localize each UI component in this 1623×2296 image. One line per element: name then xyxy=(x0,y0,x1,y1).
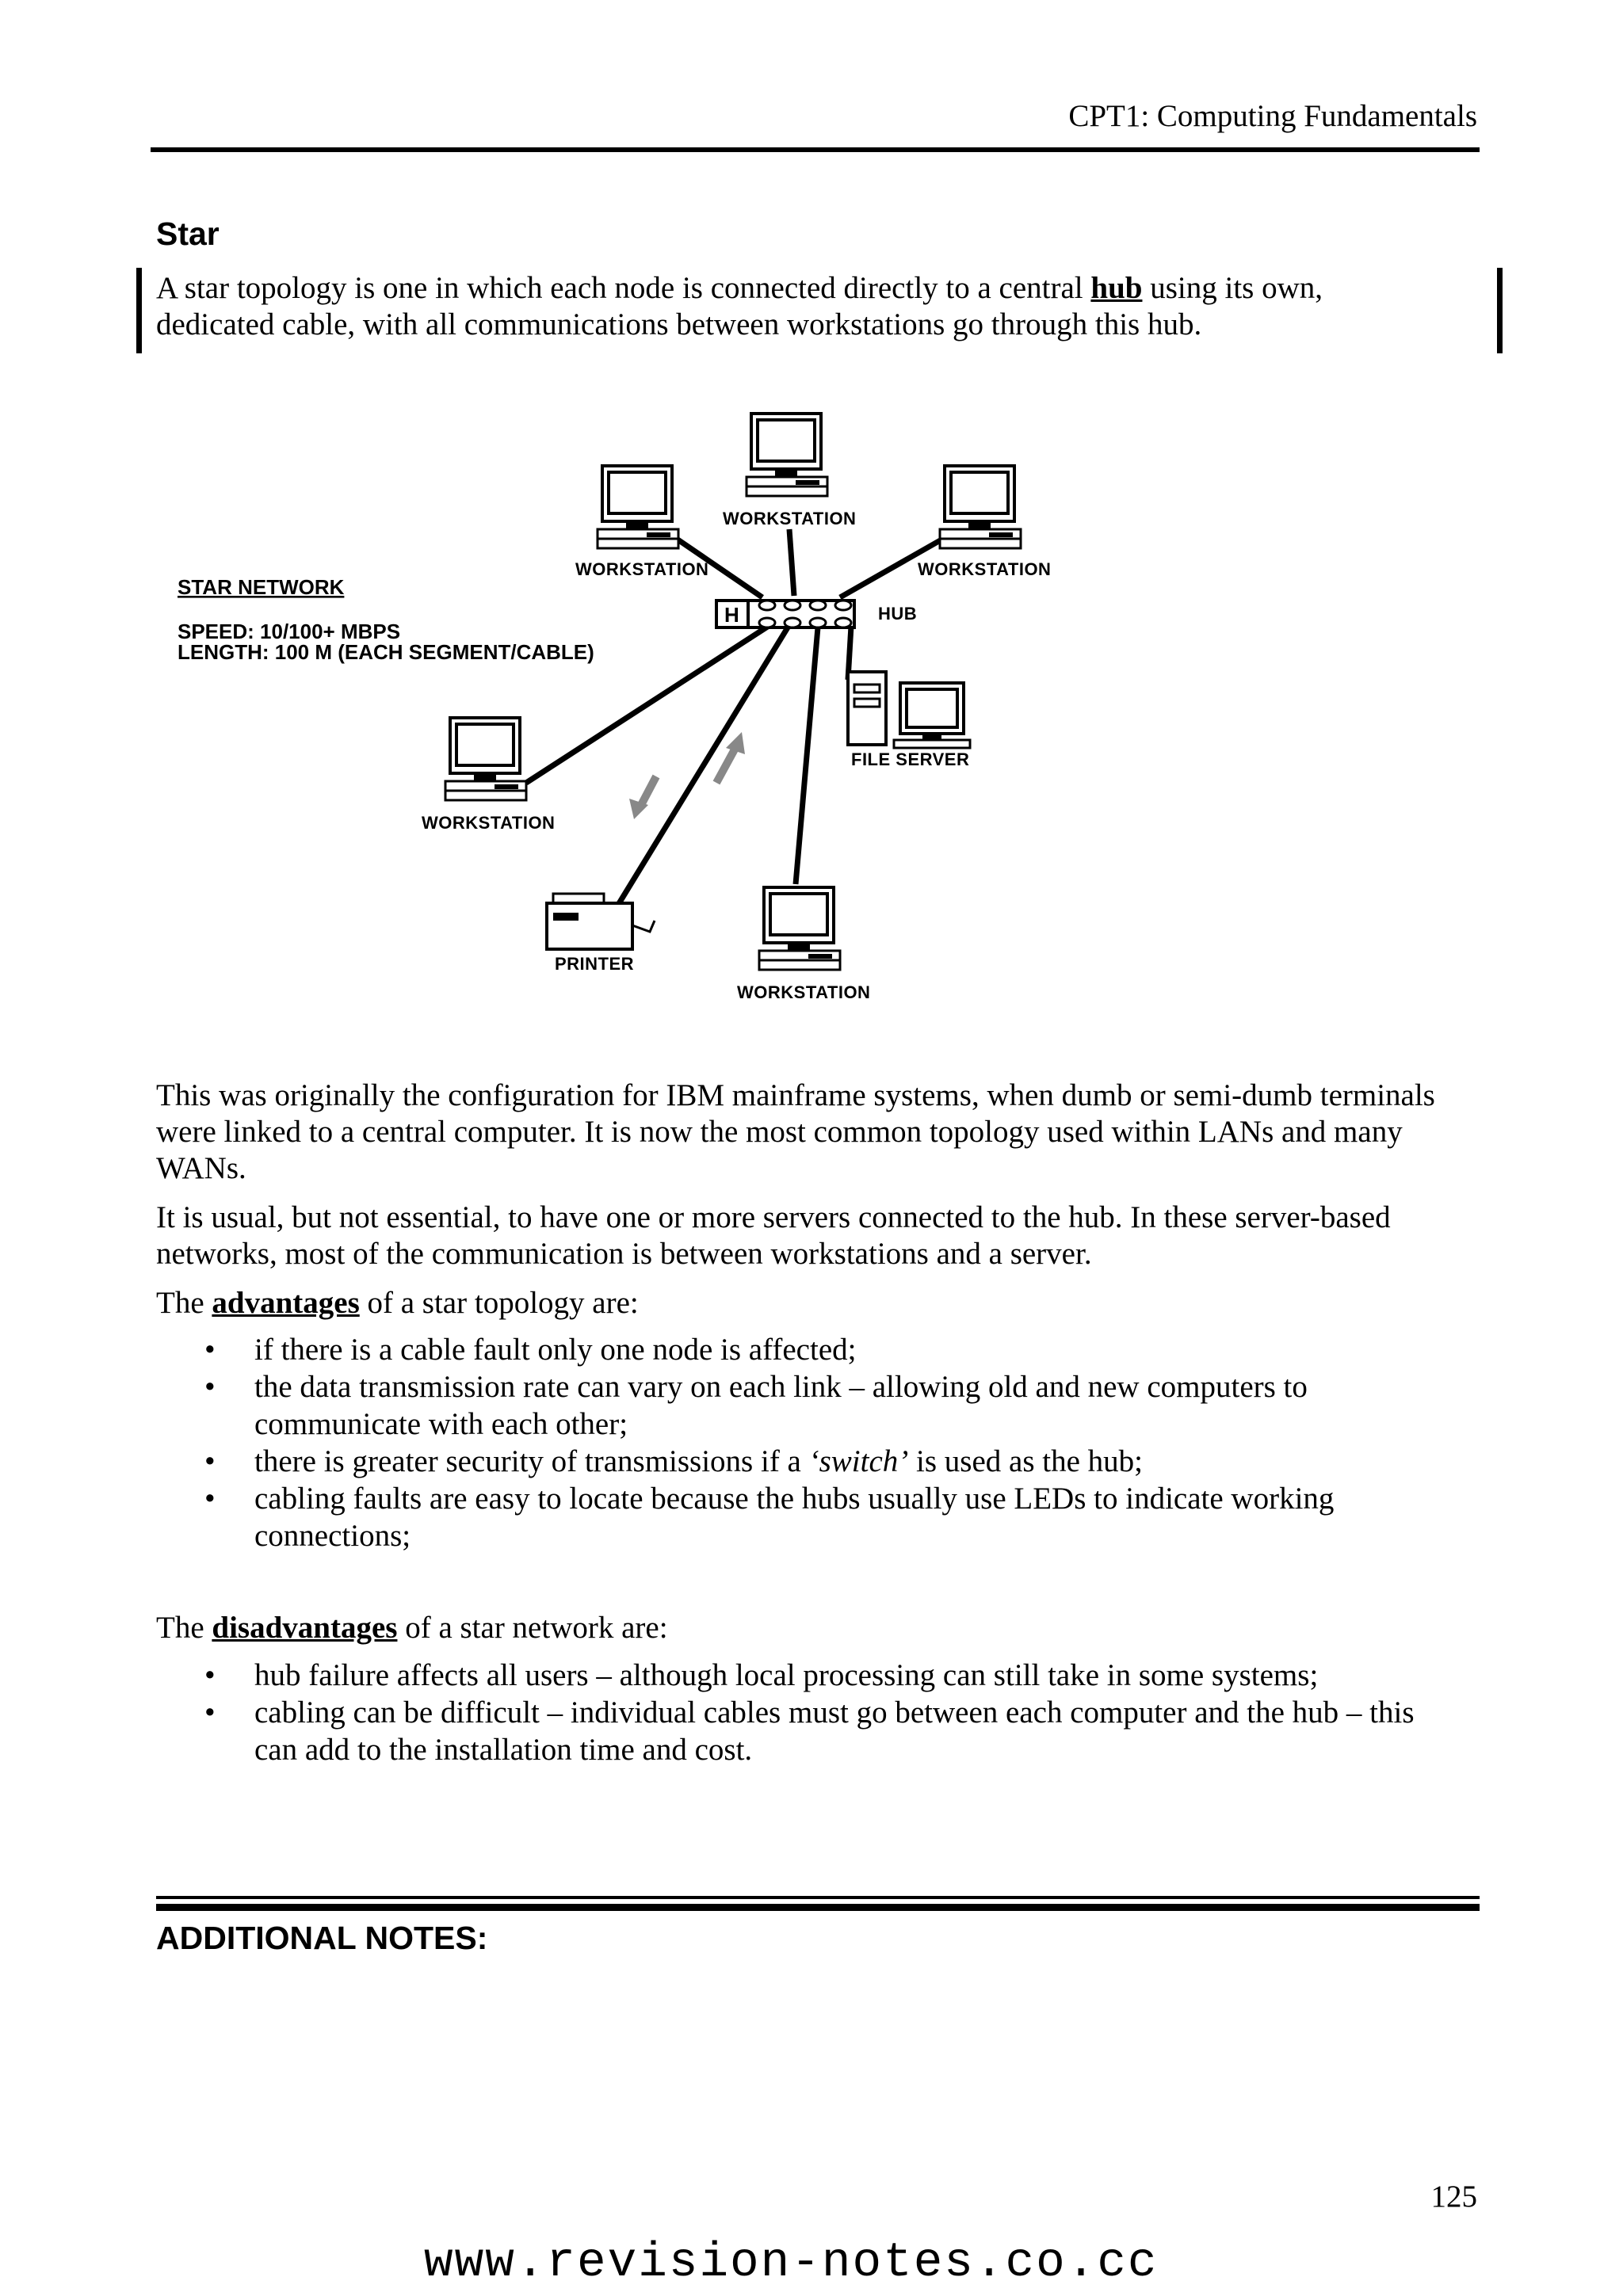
switch-term: ‘switch’ xyxy=(808,1444,909,1478)
disadvantages-list: hub failure affects all users – although… xyxy=(156,1657,1456,1768)
workstation-bottom-icon xyxy=(758,886,842,971)
star-network-diagram: H HUB WORKSTATION WORKSTATION WORKSTATIO… xyxy=(178,412,1051,1002)
advantages-keyword: advantages xyxy=(212,1286,360,1320)
additional-notes-heading: ADDITIONAL NOTES: xyxy=(156,1920,488,1956)
intro-paragraph: A star topology is one in which each nod… xyxy=(156,270,1440,343)
list-item: hub failure affects all users – although… xyxy=(156,1657,1456,1694)
file-server-icon xyxy=(846,670,972,749)
page-number: 125 xyxy=(1430,2180,1478,2214)
running-header: CPT1: Computing Fundamentals xyxy=(1068,99,1477,133)
workstation-top-icon xyxy=(745,412,829,498)
cable-printer xyxy=(616,626,790,906)
paragraph-ibm: This was originally the configuration fo… xyxy=(156,1078,1435,1185)
workstation-top-right-label: WORKSTATION xyxy=(918,559,1051,579)
hub-label: HUB xyxy=(878,604,917,624)
intro-text-before: A star topology is one in which each nod… xyxy=(156,271,1091,305)
change-bar-right xyxy=(1497,268,1503,353)
file-server-label: FILE SERVER xyxy=(851,749,969,769)
change-bar-left xyxy=(136,268,142,353)
paragraph-servers: It is usual, but not essential, to have … xyxy=(156,1200,1391,1271)
cable-top-left xyxy=(666,530,764,600)
header-rule xyxy=(151,147,1480,152)
advantages-list: if there is a cable fault only one node … xyxy=(156,1331,1456,1554)
diagram-length: LENGTH: 100 M (EACH SEGMENT/CABLE) xyxy=(178,640,594,664)
workstation-top-right-icon xyxy=(938,464,1022,550)
workstation-bottom-label: WORKSTATION xyxy=(737,982,870,1002)
workstation-top-left-icon xyxy=(596,464,680,550)
notes-rule-thick xyxy=(156,1904,1480,1911)
diagram-title: STAR NETWORK xyxy=(178,575,345,599)
workstation-top-left-label: WORKSTATION xyxy=(575,559,708,579)
diagram-speed: SPEED: 10/100+ MBPS xyxy=(178,620,400,643)
traffic-arrow-down xyxy=(629,774,660,819)
printer-label: PRINTER xyxy=(555,954,634,974)
disadvantages-keyword: disadvantages xyxy=(212,1611,398,1645)
cable-bottom xyxy=(792,627,821,885)
workstation-top-label: WORKSTATION xyxy=(723,509,856,528)
network-cables xyxy=(525,528,945,906)
hub-letter: H xyxy=(724,603,739,627)
cable-left xyxy=(525,624,770,785)
list-item: cabling can be difficult – individual ca… xyxy=(156,1694,1456,1768)
notes-rule-thin xyxy=(156,1896,1480,1899)
section-heading: Star xyxy=(156,215,220,252)
cable-top xyxy=(786,528,797,597)
list-item: cabling faults are easy to locate becaus… xyxy=(156,1480,1456,1554)
site-url: www.revision-notes.co.cc xyxy=(424,2236,1159,2290)
printer-icon xyxy=(545,892,656,951)
workstation-left-icon xyxy=(444,716,528,802)
list-item: there is greater security of transmissio… xyxy=(156,1443,1456,1480)
workstation-left-label: WORKSTATION xyxy=(422,813,555,833)
traffic-arrow-up xyxy=(712,732,745,785)
disadvantages-intro: The disadvantages of a star network are: xyxy=(156,1611,668,1645)
hub-device: H xyxy=(715,599,856,629)
cable-top-right xyxy=(838,536,945,601)
advantages-intro: The advantages of a star topology are: xyxy=(156,1286,639,1320)
list-item: the data transmission rate can vary on e… xyxy=(156,1368,1456,1443)
list-item: if there is a cable fault only one node … xyxy=(156,1331,1456,1368)
intro-text-after: using its own, dedicated cable, with all… xyxy=(156,271,1323,341)
hub-keyword: hub xyxy=(1090,271,1143,305)
